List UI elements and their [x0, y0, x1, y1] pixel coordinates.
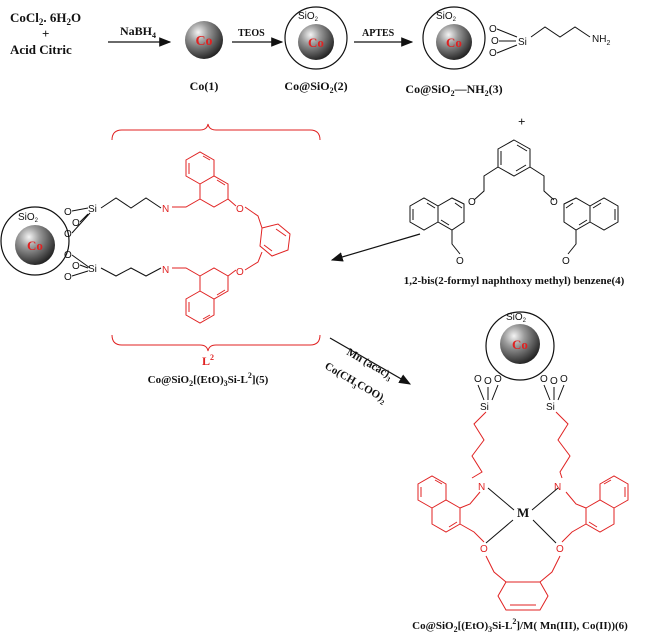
svg-text:O: O	[64, 250, 72, 261]
co-silica-2: Co SiO2 Co@SiO2(2)	[284, 6, 348, 95]
compound-6: Co SiO2 O O O Si O O O Si N N M O O	[412, 311, 629, 634]
svg-text:N: N	[554, 482, 561, 493]
svg-text:O: O	[236, 204, 244, 215]
svg-text:Co: Co	[512, 337, 528, 352]
svg-text:O: O	[491, 36, 499, 47]
svg-text:Co: Co	[195, 34, 212, 49]
svg-text:O: O	[468, 197, 476, 208]
compound-6-label: Co@SiO2[(EtO)3Si-L2]/M( Mn(III), Co(II))…	[412, 617, 628, 634]
svg-text:Si: Si	[480, 402, 489, 413]
svg-text:SiO2: SiO2	[18, 212, 39, 224]
svg-text:NaBH4: NaBH4	[120, 24, 156, 40]
svg-text:Co: Co	[27, 238, 43, 253]
svg-text:O: O	[64, 207, 72, 218]
co-silica-amine-3: Co SiO2 O O O Si NH2 Co@SiO2—NH2(3)	[405, 6, 610, 98]
svg-text:O: O	[72, 261, 80, 272]
svg-text:N: N	[162, 204, 169, 215]
metal-center: M	[517, 505, 529, 520]
svg-text:L2: L2	[202, 353, 214, 368]
compound-5: Co SiO2 O O O Si O O O Si N N O O	[0, 123, 321, 388]
arrow-nabh4: NaBH4	[108, 24, 172, 47]
svg-text:O: O	[480, 544, 488, 555]
svg-text:O: O	[560, 374, 568, 385]
svg-text:O: O	[494, 374, 502, 385]
svg-text:O: O	[550, 376, 558, 387]
svg-text:O: O	[236, 267, 244, 278]
svg-text:N: N	[162, 265, 169, 276]
compound-2-label: Co@SiO2(2)	[284, 79, 347, 95]
svg-text:O: O	[556, 544, 564, 555]
svg-text:NH2: NH2	[592, 34, 610, 47]
svg-text:SiO2: SiO2	[436, 11, 457, 23]
plus-sign-2: +	[518, 114, 525, 129]
svg-text:APTES: APTES	[362, 28, 395, 39]
acid-citric-label: Acid Citric	[10, 42, 72, 57]
arrow-aptes: APTES	[354, 28, 414, 47]
svg-text:O: O	[64, 272, 72, 283]
svg-text:Si: Si	[88, 204, 97, 215]
svg-text:Co: Co	[446, 35, 462, 50]
arrow-teos: TEOS	[232, 28, 284, 47]
starting-reagents: CoCl2. 6H2O + Acid Citric	[10, 10, 81, 57]
svg-text:SiO2: SiO2	[298, 11, 319, 23]
svg-text:O: O	[456, 256, 464, 267]
svg-text:TEOS: TEOS	[238, 28, 265, 39]
svg-text:CoCl2. 6H2O: CoCl2. 6H2O	[10, 10, 81, 27]
svg-text:O: O	[72, 218, 80, 229]
svg-text:O: O	[562, 256, 570, 267]
compound-3-label: Co@SiO2—NH2(3)	[405, 82, 502, 98]
compound-5-label: Co@SiO2[(EtO)3Si-L2](5)	[148, 371, 269, 388]
compound-4-structure: O O O O 1,2-bis(2-formyl naphthoxy methy…	[404, 139, 625, 287]
compound-4-label: 1,2-bis(2-formyl naphthoxy methyl) benze…	[404, 275, 625, 287]
co-nanoparticle-1: Co Co(1)	[185, 21, 223, 93]
svg-text:Si: Si	[518, 37, 527, 48]
svg-text:O: O	[64, 229, 72, 240]
svg-text:O: O	[550, 197, 558, 208]
svg-text:Co: Co	[308, 35, 324, 50]
svg-text:O: O	[540, 374, 548, 385]
svg-text:N: N	[478, 482, 485, 493]
svg-text:O: O	[489, 24, 497, 35]
svg-text:O: O	[484, 376, 492, 387]
svg-text:Si: Si	[546, 402, 555, 413]
arrow-to-compound-5	[330, 233, 421, 262]
svg-text:SiO2: SiO2	[506, 312, 527, 324]
arrow-metalation: Mn (acac)3 Co(CH3COO)2	[323, 337, 412, 407]
svg-text:O: O	[474, 374, 482, 385]
svg-text:O: O	[489, 48, 497, 59]
svg-text:Si: Si	[88, 264, 97, 275]
plus-sign: +	[42, 26, 49, 41]
compound-1-label: Co(1)	[190, 79, 219, 93]
